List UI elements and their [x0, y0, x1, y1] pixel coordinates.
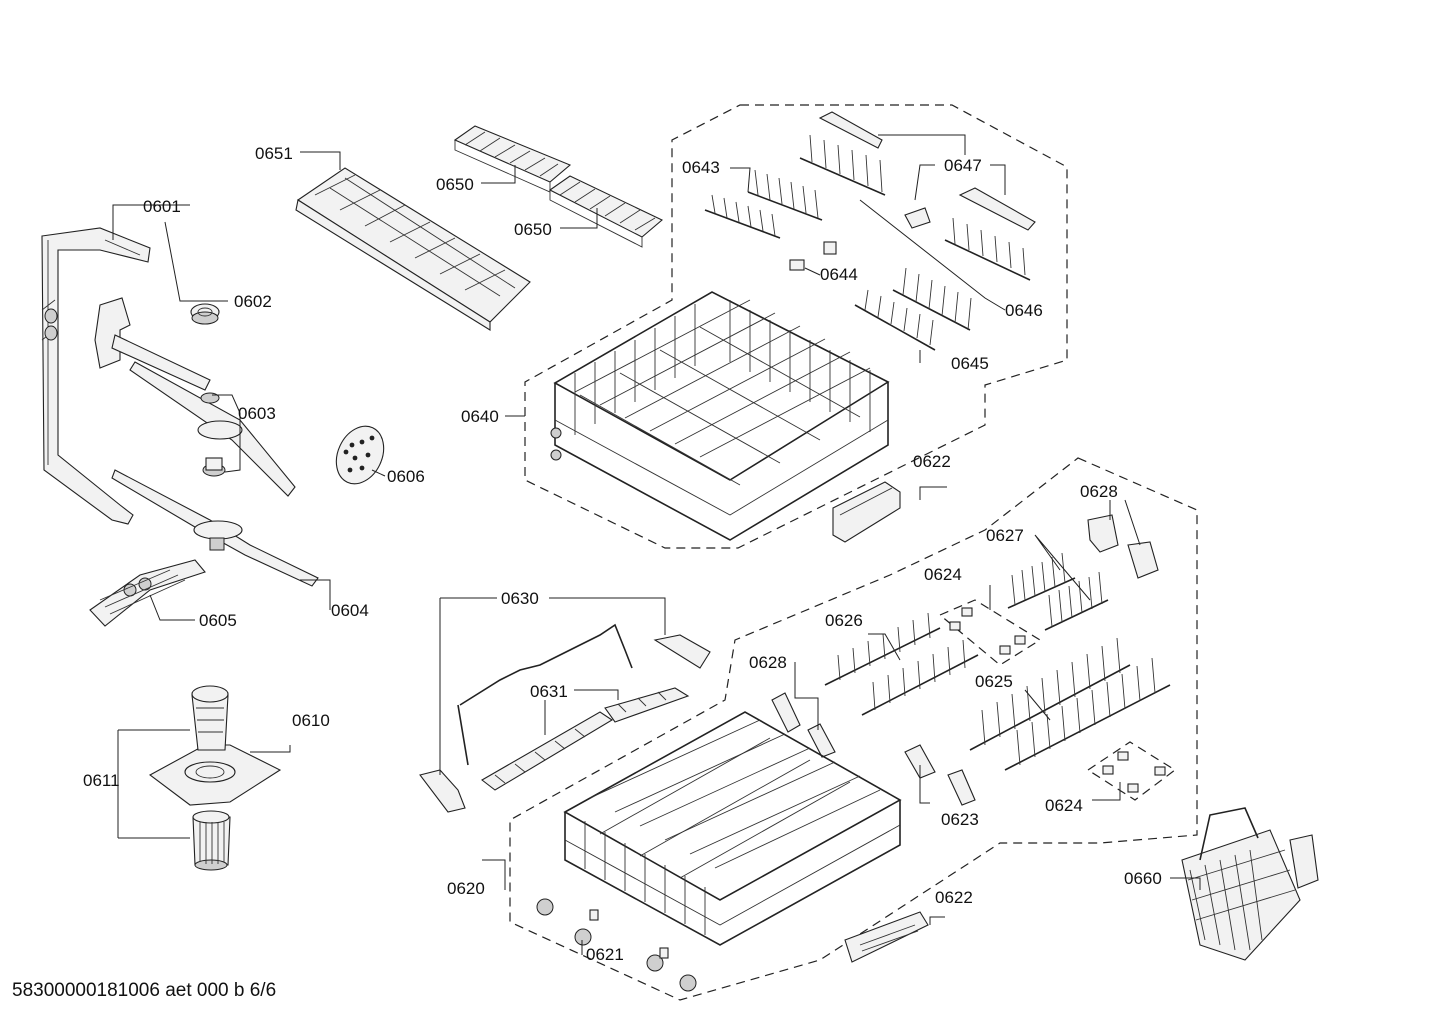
label-0620: 0620 — [447, 879, 485, 898]
part-labels: 0601 0602 0603 0604 0605 0606 0610 0611 … — [83, 144, 1162, 964]
label-0647: 0647 — [944, 156, 982, 175]
lower-basket-0620 — [563, 711, 902, 946]
label-0640: 0640 — [461, 407, 499, 426]
rack-0647 — [904, 187, 1036, 281]
rack-0643 — [704, 169, 823, 239]
label-0643: 0643 — [682, 158, 720, 177]
cutlery-insert-0650-lower — [548, 175, 664, 248]
handle-0622-upper — [832, 481, 901, 543]
label-0611: 0611 — [83, 771, 120, 790]
clip-0623 — [904, 744, 976, 806]
rack-0646 — [799, 111, 886, 196]
clips-0624-upper — [938, 599, 1042, 666]
label-0601: 0601 — [143, 197, 181, 216]
label-0610: 0610 — [292, 711, 330, 730]
label-0604: 0604 — [331, 601, 369, 620]
clips-0624-lower — [1086, 741, 1177, 801]
lower-spray-arm-0604 — [111, 469, 319, 587]
clip-0628-upper — [1087, 514, 1159, 579]
label-0644: 0644 — [820, 265, 858, 284]
label-0625: 0625 — [975, 672, 1013, 691]
clip-0644 — [789, 241, 837, 271]
insert-0631 — [481, 687, 690, 791]
label-0627: 0627 — [986, 526, 1024, 545]
label-0622-upper: 0622 — [913, 452, 951, 471]
label-0660: 0660 — [1124, 869, 1162, 888]
label-0621: 0621 — [586, 945, 624, 964]
label-0646: 0646 — [1005, 301, 1043, 320]
upper-rack-group-outline — [524, 104, 1068, 549]
label-0603: 0603 — [238, 404, 276, 423]
label-0622-lower: 0622 — [935, 888, 973, 907]
rack-0627 — [1007, 552, 1109, 631]
label-0645: 0645 — [951, 354, 989, 373]
label-0628-upper: 0628 — [1080, 482, 1118, 501]
label-0650-lower: 0650 — [514, 220, 552, 239]
upper-spray-arm-0603 — [94, 297, 296, 497]
disc-0606 — [335, 425, 385, 485]
handle-0622-lower — [844, 911, 929, 963]
label-0650-upper: 0650 — [436, 175, 474, 194]
rack-0645 — [854, 267, 972, 351]
spray-pipe-0601 — [41, 227, 151, 525]
nut-0602 — [190, 303, 220, 325]
filter-assembly-0610 — [148, 685, 282, 806]
rack-0625 — [969, 637, 1171, 771]
clip-0628-lower — [771, 692, 836, 758]
label-0623: 0623 — [941, 810, 979, 829]
label-0631: 0631 — [530, 682, 568, 701]
cutlery-insert-0650-upper — [453, 125, 572, 193]
microfilter-0611 — [192, 810, 231, 871]
label-0628-lower: 0628 — [749, 653, 787, 672]
lower-rack-group-outline — [509, 457, 1198, 1001]
cutlery-tray-0651 — [295, 167, 531, 331]
label-0602: 0602 — [234, 292, 272, 311]
cutlery-basket-0660 — [1181, 807, 1319, 961]
rail-0630 — [419, 623, 711, 813]
label-0605: 0605 — [199, 611, 237, 630]
upper-basket-0640 — [550, 291, 890, 541]
leader-lines — [112, 134, 1201, 955]
label-0651: 0651 — [255, 144, 293, 163]
wheels-0621 — [536, 898, 697, 992]
rack-0626 — [824, 612, 979, 716]
label-0624-upper: 0624 — [924, 565, 962, 584]
label-0606: 0606 — [387, 467, 425, 486]
document-id: 58300000181006 aet 000 b 6/6 — [12, 980, 277, 1001]
cover-0605 — [89, 559, 206, 627]
label-0624-lower: 0624 — [1045, 796, 1083, 815]
label-0626: 0626 — [825, 611, 863, 630]
label-0630: 0630 — [501, 589, 539, 608]
